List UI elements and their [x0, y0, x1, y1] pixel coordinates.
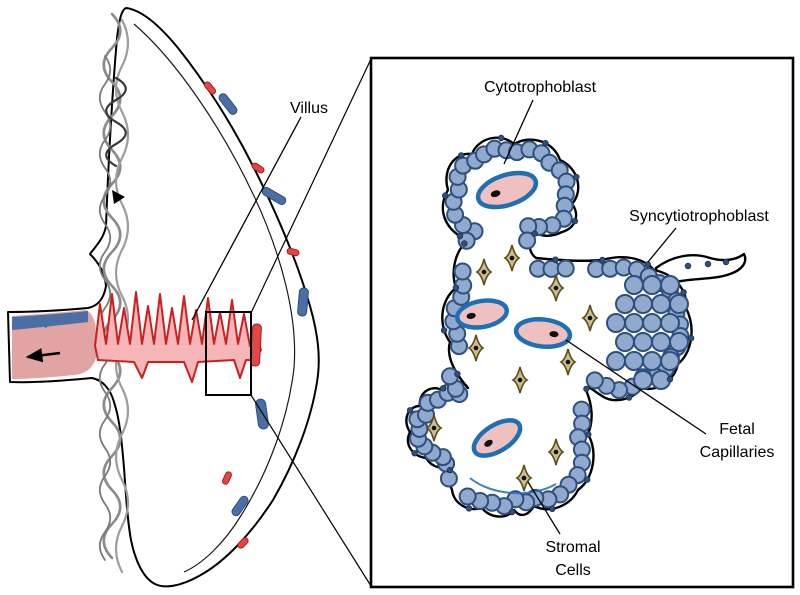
label-fetal-capillaries-line2: Capillaries	[699, 444, 775, 462]
label-cytotrophoblast: Cytotrophoblast	[483, 79, 597, 96]
label-fetal-capillaries-line1: Fetal	[719, 421, 755, 438]
fetal-capillaries-leader-line	[565, 339, 707, 435]
cytotrophoblast-leader-line	[503, 99, 534, 165]
label-stromal-cells-line1: Stromal	[545, 539, 601, 556]
fetal-vessels	[203, 81, 309, 549]
label-stromal-cells: Stromal Cells	[545, 536, 600, 582]
stromal-cells-leader-line	[527, 481, 561, 535]
fetal-capillary	[455, 298, 509, 330]
chorionic-plate-inner-line	[133, 23, 296, 573]
placenta-overview	[7, 7, 372, 588]
fetal-capillary	[471, 418, 523, 458]
placenta-outline	[7, 7, 320, 588]
cord-flow-arrow-blue	[25, 316, 58, 329]
villus-tree	[94, 291, 262, 383]
zoom-region-rect	[205, 311, 252, 396]
label-syncytiotrophoblast: Syncytiotrophoblast	[629, 208, 769, 225]
fetal-capillary	[475, 170, 539, 210]
capillary-thin-line	[469, 477, 557, 495]
label-villus: Villus	[290, 100, 328, 117]
zoom-connector-bottom	[250, 394, 372, 587]
label-fetal-capillaries: Fetal Capillaries	[700, 418, 775, 464]
fetal-capillaries	[455, 170, 573, 458]
flow-arrowhead-icon	[112, 190, 125, 204]
label-stromal-cells-line2: Cells	[555, 562, 591, 580]
cord-flow-arrow-black	[25, 348, 61, 363]
magnified-villus	[369, 56, 795, 589]
fetal-capillary	[513, 317, 573, 349]
maternal-tissue-scribbles	[98, 12, 130, 574]
stromal-cells	[425, 244, 599, 492]
villus-leader-line	[191, 116, 302, 321]
zoom-connector-top	[250, 58, 372, 314]
syncytiotrophoblast-leader-line	[647, 227, 677, 263]
